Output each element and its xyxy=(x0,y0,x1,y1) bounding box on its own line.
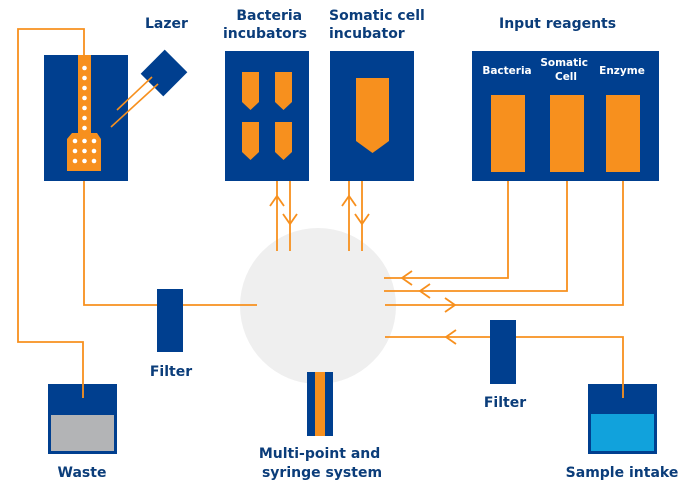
arrow-up-icon xyxy=(269,194,285,207)
arrow-left-icon xyxy=(418,283,431,299)
arrow-down-icon xyxy=(354,213,370,226)
sample-container-icon xyxy=(588,384,657,454)
line-chip-to-hub xyxy=(83,181,157,306)
filter-left-label: Filter xyxy=(150,364,192,380)
somatic-incubator-icon xyxy=(330,51,414,181)
reagent-somatic-vial xyxy=(550,95,584,172)
reagent-somatic-label: Somatic Cell xyxy=(540,57,591,83)
arrow-down-icon xyxy=(282,213,298,226)
input-reagents-label: Input reagents xyxy=(499,16,616,32)
filter-left-icon xyxy=(157,289,183,352)
laser-label: Lazer xyxy=(145,16,188,32)
reagent-bacteria-vial xyxy=(491,95,525,172)
reagent-enzyme-label: Enzyme xyxy=(599,65,645,77)
mixing-hub xyxy=(240,228,396,384)
filter-right-label: Filter xyxy=(484,395,526,411)
line-reagent-enzyme xyxy=(385,172,624,306)
waste-label: Waste xyxy=(58,465,107,481)
filter-right-icon xyxy=(490,320,516,384)
syringe-label: Multi-point and syringe system xyxy=(259,446,385,481)
reagent-bacteria-label: Bacteria xyxy=(482,65,531,77)
flow-lines xyxy=(17,28,624,398)
line-sample-intake xyxy=(516,336,624,398)
arrow-up-icon xyxy=(341,194,357,207)
syringe-icon xyxy=(307,372,333,436)
bacteria-incubators-icon xyxy=(225,51,309,181)
line-chip-to-waste xyxy=(17,28,85,398)
line-reagent-somatic xyxy=(384,172,568,292)
somatic-incubator-label: Somatic cell incubator xyxy=(329,8,430,42)
microfluidic-chip-icon xyxy=(44,55,128,181)
input-reagents-panel xyxy=(472,51,659,181)
reagent-enzyme-vial xyxy=(606,95,640,172)
line-reagent-bacteria xyxy=(384,172,509,279)
arrow-right-icon xyxy=(444,297,457,313)
laser-icon xyxy=(110,49,188,128)
arrowheads xyxy=(269,194,457,345)
arrow-left-icon xyxy=(444,329,457,345)
waste-container-icon xyxy=(48,384,117,454)
sample-intake-label: Sample intake xyxy=(566,465,679,481)
bacteria-incubators-label: Bacteria incubators xyxy=(223,8,307,42)
arrow-left-icon xyxy=(400,270,413,286)
